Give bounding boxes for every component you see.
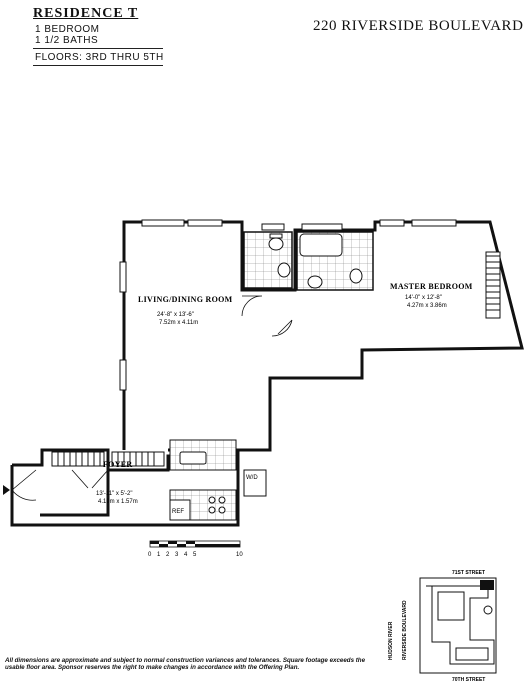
living-dining-room: LIVING/DINING ROOM 24'-8" x 13'-6" 7.52m… — [138, 295, 233, 326]
scale-tick-label: 2 — [166, 552, 170, 558]
master-bedroom: MASTER BEDROOM 14'-0" x 12'-8" 4.27m x 3… — [390, 282, 473, 309]
windows — [119, 219, 457, 391]
room-dimensions-imperial: 14'-0" x 12'-8" — [405, 295, 442, 301]
street-label: 71ST STREET — [452, 570, 485, 576]
floors-label: FLOORS: 3RD THRU 5TH — [35, 52, 164, 63]
bath-count: 1 1/2 BATHS — [35, 35, 99, 46]
room-name: MASTER BEDROOM — [390, 282, 473, 291]
room-name: LIVING/DINING ROOM — [138, 295, 233, 304]
door-swings — [11, 295, 293, 501]
room-dimensions-metric: 4.19m x 1.57m — [98, 499, 138, 505]
room-name: FOYER — [103, 460, 133, 469]
disclaimer: All dimensions are approximate and subje… — [5, 657, 366, 672]
header-divider — [33, 48, 163, 49]
room-dimensions-metric: 7.52m x 4.11m — [159, 320, 198, 326]
scale-tick-label: 4 — [184, 552, 188, 558]
key-plan: 71ST STREET 70TH STREET HUDSON RIVER RIV… — [388, 570, 497, 683]
room-dimensions-imperial: 24'-8" x 13'-6" — [157, 312, 194, 318]
scale-tick-label: 3 — [175, 552, 179, 558]
scale-tick-label: 5 — [193, 552, 197, 558]
compass-icon — [483, 605, 493, 615]
unit-location-marker — [480, 580, 494, 590]
full-bath — [296, 231, 374, 291]
bedroom-count: 1 BEDROOM — [35, 24, 100, 35]
street-label: 70TH STREET — [452, 677, 485, 683]
river-label: HUDSON RIVER — [388, 621, 394, 660]
boulevard-label: RIVERSIDE BOULEVARD — [402, 600, 408, 660]
room-dimensions-metric: 4.27m x 3.86m — [407, 303, 447, 309]
scale-tick-label: 10 — [236, 552, 243, 558]
room-dimensions-imperial: 13'-11" x 5'-2" — [96, 491, 132, 497]
closets — [51, 251, 501, 467]
scale-tick-label: 1 — [157, 552, 161, 558]
header-divider — [33, 65, 163, 66]
half-bath — [243, 231, 293, 289]
foyer: FOYER 13'-11" x 5'-2" 4.19m x 1.57m — [96, 460, 138, 505]
washer-dryer-label: W/D — [246, 475, 258, 481]
refrigerator-label: REF — [172, 509, 184, 515]
building-address: 220 RIVERSIDE BOULEVARD — [313, 18, 524, 34]
residence-title: RESIDENCE T — [33, 6, 139, 21]
kitchen — [169, 439, 267, 521]
entry-arrow-icon — [3, 485, 10, 495]
scale-bar: 0 1 2 3 4 5 10 — [148, 540, 243, 558]
scale-tick-label: 0 — [148, 552, 152, 558]
